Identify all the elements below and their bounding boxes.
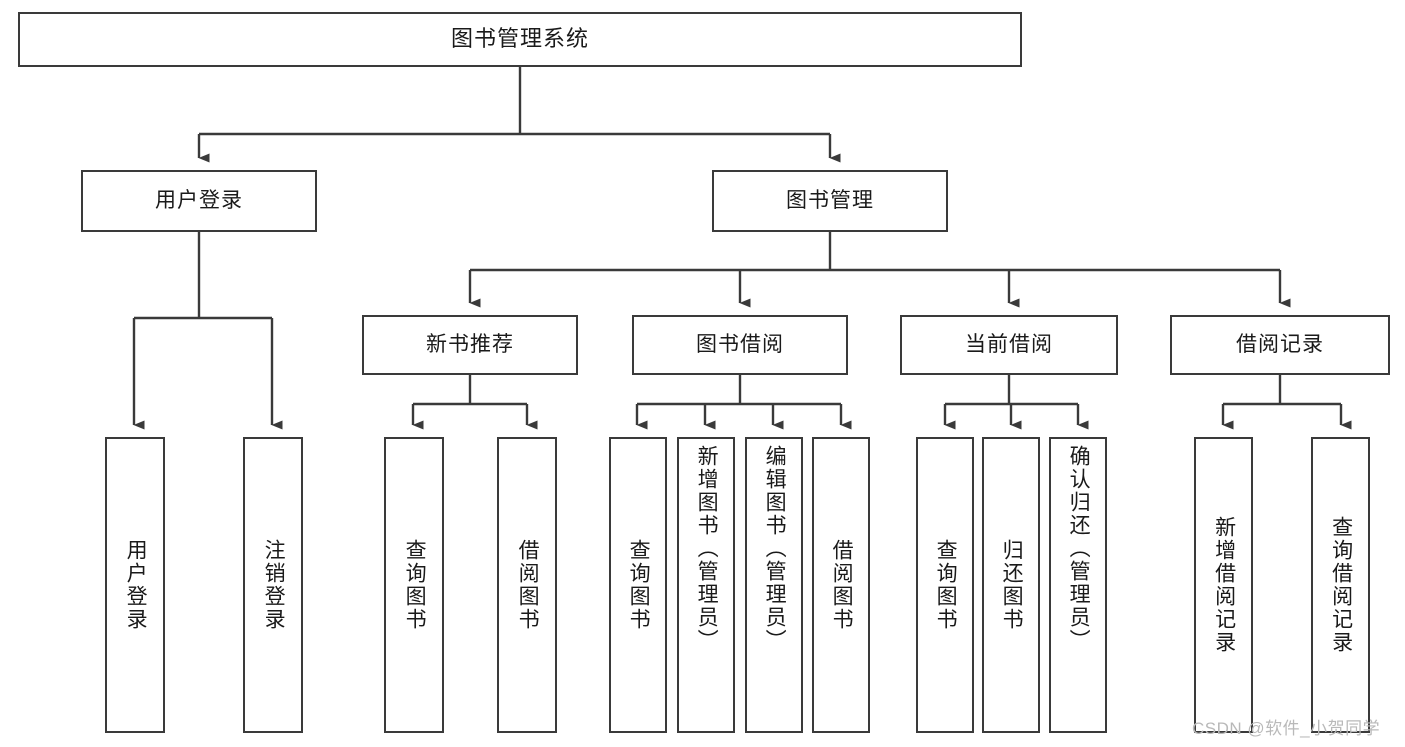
node-label: 新书推荐	[426, 333, 514, 357]
node-new-book-recommend[interactable]: 新书推荐	[362, 315, 578, 375]
leaf-new-book-query[interactable]: 查询图书	[384, 437, 444, 733]
node-label: 归还图书	[1000, 539, 1024, 631]
node-label: 注销登录	[262, 539, 286, 631]
leaf-book-borrow-add[interactable]: 新增图书（管理员）	[677, 437, 735, 733]
node-label: 查询图书	[934, 539, 958, 631]
leaf-borrow-record-query[interactable]: 查询借阅记录	[1311, 437, 1370, 733]
leaf-user-login-logout[interactable]: 注销登录	[243, 437, 303, 733]
node-label: 新增借阅记录	[1212, 516, 1236, 654]
node-label: 用户登录	[155, 189, 243, 213]
node-label: 查询图书	[403, 539, 427, 631]
node-label: 查询图书	[627, 539, 651, 631]
leaf-book-borrow-query[interactable]: 查询图书	[609, 437, 667, 733]
leaf-new-book-borrow[interactable]: 借阅图书	[497, 437, 557, 733]
leaf-user-login-login[interactable]: 用户登录	[105, 437, 165, 733]
leaf-book-borrow-edit[interactable]: 编辑图书（管理员）	[745, 437, 803, 733]
node-label: 当前借阅	[965, 333, 1053, 357]
node-label: 查询借阅记录	[1329, 516, 1353, 654]
node-label: 图书管理	[786, 189, 874, 213]
leaf-current-borrow-confirm-return[interactable]: 确认归还（管理员）	[1049, 437, 1107, 733]
node-label: 新增图书（管理员）	[695, 445, 719, 652]
node-book-management[interactable]: 图书管理	[712, 170, 948, 232]
leaf-borrow-record-add[interactable]: 新增借阅记录	[1194, 437, 1253, 733]
node-borrow-record[interactable]: 借阅记录	[1170, 315, 1390, 375]
node-user-login[interactable]: 用户登录	[81, 170, 317, 232]
node-book-borrow[interactable]: 图书借阅	[632, 315, 848, 375]
node-label: 确认归还（管理员）	[1067, 445, 1091, 652]
node-label: 图书管理系统	[450, 26, 589, 52]
node-label: 编辑图书（管理员）	[763, 445, 787, 652]
node-label: 用户登录	[124, 539, 148, 631]
node-label: 借阅图书	[516, 539, 540, 631]
leaf-book-borrow-borrow[interactable]: 借阅图书	[812, 437, 870, 733]
leaf-current-borrow-query[interactable]: 查询图书	[916, 437, 974, 733]
leaf-current-borrow-return[interactable]: 归还图书	[982, 437, 1040, 733]
node-label: 图书借阅	[696, 333, 784, 357]
node-label: 借阅图书	[830, 539, 854, 631]
node-root-system[interactable]: 图书管理系统	[18, 12, 1022, 67]
node-label: 借阅记录	[1236, 333, 1324, 357]
node-current-borrow[interactable]: 当前借阅	[900, 315, 1118, 375]
